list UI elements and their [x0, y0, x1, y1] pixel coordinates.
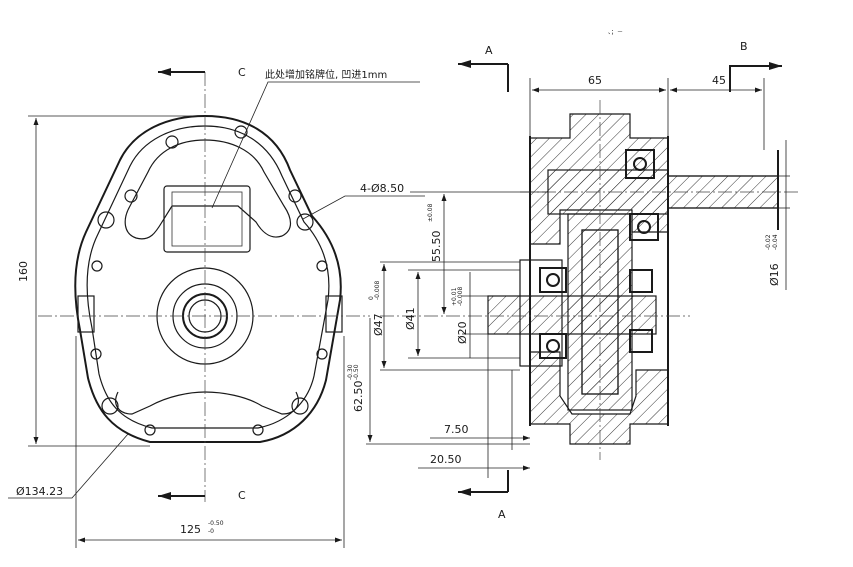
nameplate-recess-inner — [171, 191, 243, 247]
bearing — [629, 269, 653, 293]
section-b-label: B — [740, 40, 748, 53]
dia-47-tol-lower: -0.008 — [374, 280, 381, 300]
dia-41-text: Ø41 — [404, 307, 417, 330]
hole-pattern-leader — [302, 195, 425, 220]
dim-45-text: 45 — [712, 74, 726, 87]
section-a-bottom-arrow — [458, 470, 509, 492]
dim-125-tol-upper: -0.50 — [208, 520, 224, 527]
right-side-tab — [325, 295, 343, 333]
bearing-ball — [546, 273, 560, 287]
dia-47-tol-upper: 0 — [368, 296, 375, 300]
dim-55-50-text: 55.50 — [430, 231, 443, 263]
housing-inner-rim — [86, 125, 330, 429]
bolt-hole — [234, 125, 248, 139]
bolt-hole — [252, 424, 264, 436]
bolt-hole — [165, 135, 179, 149]
housing-rib-lower — [115, 391, 299, 415]
bearing-ball — [633, 157, 647, 171]
bearing-ball — [637, 220, 651, 234]
bolt-hole — [291, 397, 309, 415]
bearing — [625, 149, 655, 179]
bearing-ball — [546, 339, 560, 353]
section-view: A A B 、；－ 65 45 Ø16 -0.02 -0.04 Ø47 0 -0… — [347, 29, 800, 521]
bolt-hole — [124, 189, 138, 203]
bolt-hole — [288, 189, 302, 203]
dia-16-tol-lower: -0.04 — [772, 234, 779, 250]
dim-125-text: 125 — [180, 523, 201, 536]
dia-20-tol-upper: +0.01 — [451, 287, 458, 306]
bearing — [539, 267, 567, 293]
dim-65-text: 65 — [588, 74, 602, 87]
dim-62-50-text: 62.50 — [352, 381, 365, 413]
corner-mark: 、；－ — [608, 29, 623, 36]
dia-134-text: Ø134.23 — [16, 485, 63, 498]
nameplate-note: 此处增加铭牌位, 凹进1mm — [265, 68, 387, 81]
input-shaft — [487, 295, 657, 335]
dim-20-50-text: 20.50 — [430, 453, 462, 466]
bearing — [539, 333, 567, 359]
bolt-hole — [316, 260, 328, 272]
section-c-top-label: C — [238, 66, 246, 79]
dia-134-leader — [8, 433, 129, 499]
section-c-bottom-label: C — [238, 489, 246, 502]
section-a-top-arrow — [458, 64, 509, 92]
dim-160-text: 160 — [17, 261, 30, 282]
dim-55-50-tol: ±0.08 — [427, 203, 434, 222]
section-a-bottom-label: A — [498, 508, 506, 521]
bearing — [629, 329, 653, 353]
housing-rib — [124, 139, 292, 240]
dia-16-text: Ø16 — [768, 263, 781, 286]
bolt-hole — [97, 211, 115, 229]
input-shaft-collar — [519, 259, 563, 367]
dia-47-text: Ø47 — [372, 313, 385, 336]
housing-outline — [74, 114, 342, 443]
bolt-hole — [101, 397, 119, 415]
front-view: C C 此处增加铭牌位, 凹进1mm 4-Ø8.50 160 Ø134.23 1… — [8, 66, 425, 548]
bearings — [539, 149, 659, 359]
dia-20-text: Ø20 — [456, 321, 469, 344]
bolt-hole — [144, 424, 156, 436]
dia-16-tol-upper: -0.02 — [765, 234, 772, 250]
bearing — [629, 213, 659, 241]
hole-pattern-label: 4-Ø8.50 — [360, 182, 404, 195]
dim-62-50-tol-upper: -0.30 — [347, 364, 354, 380]
dim-7-50-text: 7.50 — [444, 423, 469, 436]
bolt-hole — [90, 348, 102, 360]
bolt-hole — [316, 348, 328, 360]
bolt-hole — [296, 213, 314, 231]
nameplate-leader — [211, 81, 420, 209]
dim-125-tol-lower: -0 — [208, 528, 214, 535]
section-b-arrow — [729, 62, 782, 92]
dim-62-50-tol-lower: -0.50 — [353, 364, 360, 380]
bolt-hole — [91, 260, 103, 272]
bolt-holes — [90, 125, 328, 436]
section-a-top-label: A — [485, 44, 493, 57]
left-side-tab — [77, 295, 95, 333]
dia-20-tol-lower: -0.008 — [457, 286, 464, 306]
nameplate-recess — [163, 185, 251, 253]
